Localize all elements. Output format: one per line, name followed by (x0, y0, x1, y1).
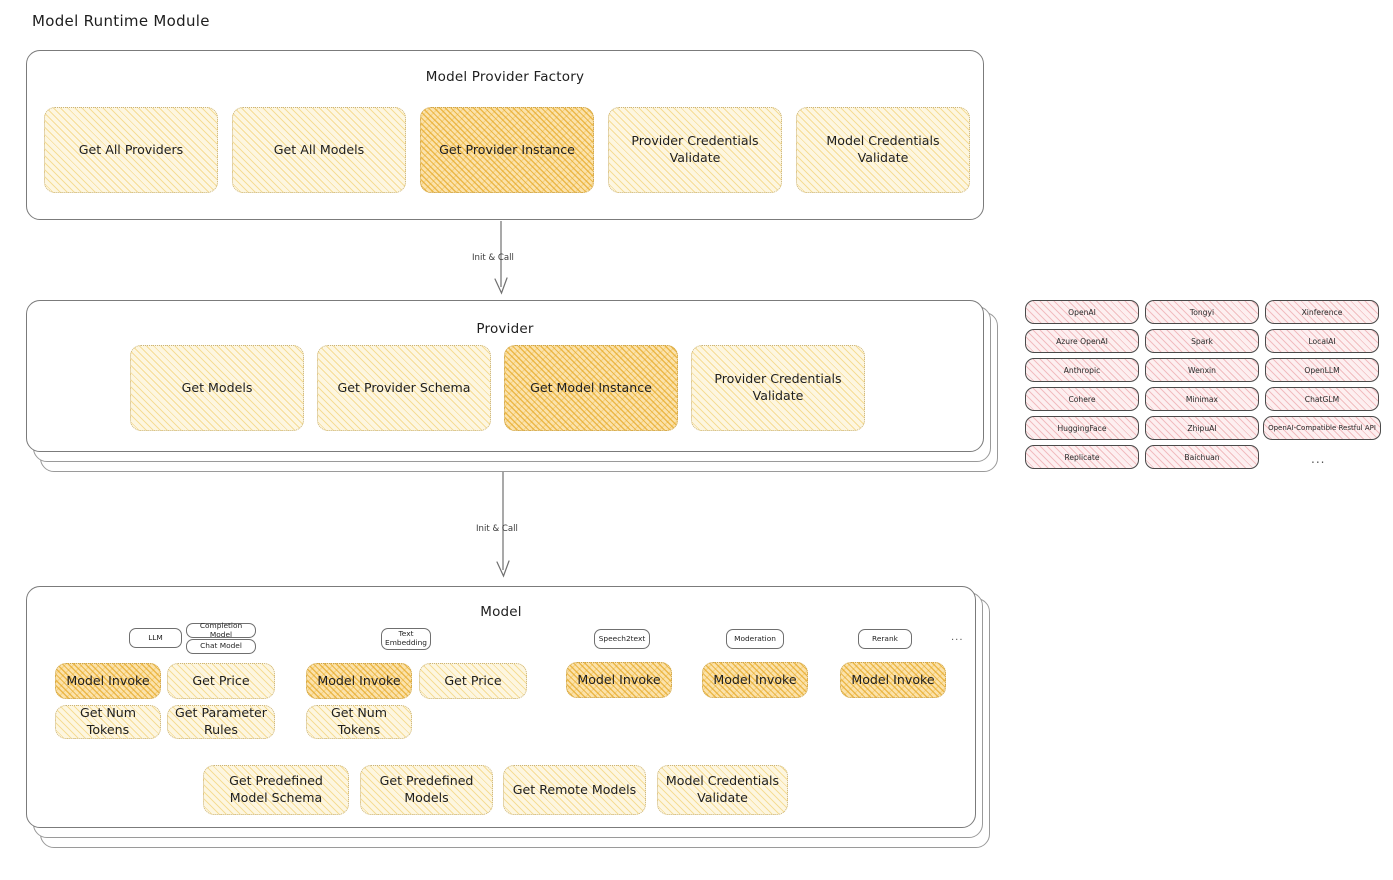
node-moderation-model-invoke[interactable]: Model Invoke (702, 662, 808, 698)
provider-pill-tongyi[interactable]: Tongyi (1145, 300, 1259, 324)
provider-pill-chatglm[interactable]: ChatGLM (1265, 387, 1379, 411)
model-title: Model (480, 604, 522, 620)
node-llm-get-num-tokens[interactable]: Get Num Tokens (55, 705, 161, 739)
provider-title: Provider (476, 321, 534, 337)
node-llm-get-price[interactable]: Get Price (167, 663, 275, 699)
node-textembedding-model-invoke[interactable]: Model Invoke (306, 663, 412, 699)
model-chip-llm[interactable]: LLM (129, 628, 182, 648)
provider-pill-openllm[interactable]: OpenLLM (1265, 358, 1379, 382)
node-get-provider-schema[interactable]: Get Provider Schema (317, 345, 491, 431)
node-model-credentials-validate-2[interactable]: Model Credentials Validate (657, 765, 788, 815)
model-chip-moderation[interactable]: Moderation (726, 629, 784, 649)
provider-pill-azure-openai[interactable]: Azure OpenAI (1025, 329, 1139, 353)
provider-pill-xinference[interactable]: Xinference (1265, 300, 1379, 324)
model-groups-ellipsis: ... (951, 632, 964, 643)
node-llm-get-parameter-rules[interactable]: Get Parameter Rules (167, 705, 275, 739)
arrow-factory-to-provider (494, 221, 508, 295)
node-get-provider-instance[interactable]: Get Provider Instance (420, 107, 594, 193)
provider-pill-spark[interactable]: Spark (1145, 329, 1259, 353)
provider-pill-wenxin[interactable]: Wenxin (1145, 358, 1259, 382)
model-panel (26, 586, 976, 828)
provider-pill-replicate[interactable]: Replicate (1025, 445, 1139, 469)
node-get-all-models[interactable]: Get All Models (232, 107, 406, 193)
node-get-model-instance[interactable]: Get Model Instance (504, 345, 678, 431)
provider-pill-minimax[interactable]: Minimax (1145, 387, 1259, 411)
provider-pill-openai[interactable]: OpenAI (1025, 300, 1139, 324)
provider-pill-anthropic[interactable]: Anthropic (1025, 358, 1139, 382)
node-get-predefined-models[interactable]: Get Predefined Models (360, 765, 493, 815)
node-rerank-model-invoke[interactable]: Model Invoke (840, 662, 946, 698)
node-model-credentials-validate[interactable]: Model Credentials Validate (796, 107, 970, 193)
node-provider-credentials-validate[interactable]: Provider Credentials Validate (608, 107, 782, 193)
page-title: Model Runtime Module (32, 12, 210, 30)
provider-pill-baichuan[interactable]: Baichuan (1145, 445, 1259, 469)
provider-pill-localai[interactable]: LocalAI (1265, 329, 1379, 353)
node-get-all-providers[interactable]: Get All Providers (44, 107, 218, 193)
arrow-label-init-call-1: Init & Call (472, 253, 514, 263)
model-subchip-chat-model[interactable]: Chat Model (186, 639, 256, 654)
provider-pill-cohere[interactable]: Cohere (1025, 387, 1139, 411)
provider-pill-huggingface[interactable]: HuggingFace (1025, 416, 1139, 440)
model-chip-rerank[interactable]: Rerank (858, 629, 912, 649)
node-get-models[interactable]: Get Models (130, 345, 304, 431)
node-textembedding-get-num-tokens[interactable]: Get Num Tokens (306, 705, 412, 739)
provider-pill-openai-compatible-restful-api[interactable]: OpenAI-Compatible Restful API (1263, 416, 1381, 440)
model-chip-text-embedding[interactable]: Text Embedding (381, 628, 431, 650)
model-subchip-completion-model[interactable]: Completion Model (186, 621, 256, 638)
node-textembedding-get-price[interactable]: Get Price (419, 663, 527, 699)
node-speech2text-model-invoke[interactable]: Model Invoke (566, 662, 672, 698)
node-llm-model-invoke[interactable]: Model Invoke (55, 663, 161, 699)
node-get-remote-models[interactable]: Get Remote Models (503, 765, 646, 815)
node-provider-credentials-validate-2[interactable]: Provider Credentials Validate (691, 345, 865, 431)
arrow-label-init-call-2: Init & Call (476, 524, 518, 534)
model-provider-factory-title: Model Provider Factory (425, 69, 585, 85)
provider-pill-zhipuai[interactable]: ZhipuAI (1145, 416, 1259, 440)
model-chip-speech2text[interactable]: Speech2text (594, 629, 650, 649)
arrow-provider-to-model (496, 472, 510, 578)
node-get-predefined-model-schema[interactable]: Get Predefined Model Schema (203, 765, 349, 815)
provider-list-ellipsis: ... (1311, 452, 1326, 466)
